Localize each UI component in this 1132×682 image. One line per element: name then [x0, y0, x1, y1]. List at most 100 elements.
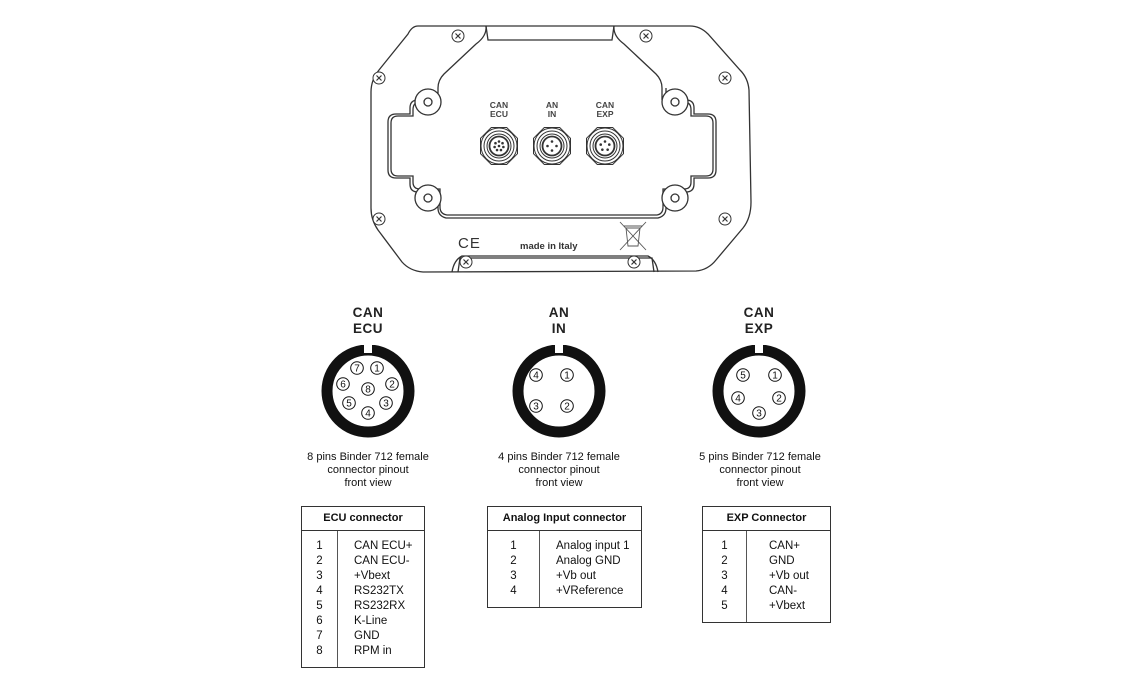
- connector-title: CAN ECU: [352, 305, 384, 336]
- pin-3: 3: [752, 406, 766, 420]
- pin-number: 7: [301, 629, 338, 644]
- pin-number: 3: [487, 569, 540, 584]
- pin-label: 3: [756, 409, 762, 420]
- table-header: Analog Input connector: [487, 506, 642, 531]
- pin-label: 2: [564, 402, 570, 413]
- pin-number: 3: [301, 569, 338, 584]
- pin-label: 6: [340, 380, 346, 391]
- pin-number: 1: [487, 539, 540, 554]
- pin-number: 4: [702, 584, 747, 599]
- port-label-line1: AN: [546, 100, 558, 110]
- pin-4: 4: [529, 368, 543, 382]
- pin-circle: [560, 368, 574, 382]
- pin-circle: [529, 368, 543, 382]
- pin-label: 5: [346, 399, 352, 410]
- port-label-line1: CAN: [596, 100, 614, 110]
- table-row: 4+VReference: [487, 584, 642, 599]
- pin-3: 3: [379, 396, 393, 410]
- pin-circle: [736, 368, 750, 382]
- screw-icon: [627, 255, 641, 269]
- pin-1: 1: [768, 368, 782, 382]
- pin-signal: +Vbext: [337, 569, 425, 584]
- pin-number: 4: [301, 584, 338, 599]
- table-row: 3+Vbext: [301, 569, 425, 584]
- pin-label: 8: [365, 385, 371, 396]
- pin-signal: +Vbext: [746, 599, 831, 614]
- connector-face: 1 2 3 4: [512, 345, 606, 438]
- pin-label: 4: [533, 371, 539, 382]
- pin-number: 1: [702, 539, 747, 554]
- pin-label: 3: [383, 399, 389, 410]
- pin-3: 3: [529, 399, 543, 413]
- port-label-line2: ECU: [490, 109, 508, 119]
- pin-signal: GND: [337, 629, 425, 644]
- table-header: ECU connector: [301, 506, 425, 531]
- pin-7: 7: [350, 361, 364, 375]
- table-row: 3+Vb out: [487, 569, 642, 584]
- pin-number: 8: [301, 644, 338, 659]
- pin-8: 8: [361, 382, 375, 396]
- connector-key-notch: [555, 345, 563, 353]
- pin-signal: +Vb out: [539, 569, 642, 584]
- pin-4: 4: [731, 391, 745, 405]
- connector-key-notch: [755, 345, 763, 353]
- pin-signal: CAN+: [746, 539, 831, 554]
- pin-label: 3: [533, 402, 539, 413]
- table-row: 3+Vb out: [702, 569, 831, 584]
- pin-label: 2: [776, 394, 782, 405]
- connector-caption: 8 pins Binder 712 female connector pinou…: [307, 451, 429, 489]
- pin-number: 5: [702, 599, 747, 614]
- pin-signal: RS232TX: [337, 584, 425, 599]
- pin-signal: CAN-: [746, 584, 831, 599]
- bottom-tab: [451, 255, 659, 273]
- pin-circle: [731, 391, 745, 405]
- pin-circle: [385, 377, 399, 391]
- port-label-line2: IN: [548, 109, 557, 119]
- screw-icon: [372, 71, 386, 85]
- top-tab: [485, 25, 615, 41]
- pin-1: 1: [560, 368, 574, 382]
- connector-caption: 4 pins Binder 712 female connector pinou…: [498, 451, 620, 489]
- pin-2: 2: [385, 377, 399, 391]
- pin-circle: [361, 406, 375, 420]
- pin-circle: [350, 361, 364, 375]
- pin-number: 4: [487, 584, 540, 599]
- pin-signal: CAN ECU+: [337, 539, 425, 554]
- pin-circle: [342, 396, 356, 410]
- weee-crossed-bin-icon: [619, 221, 647, 251]
- inner-plate: [387, 88, 717, 219]
- screw-icon: [372, 212, 386, 226]
- table-row: 5+Vbext: [702, 599, 831, 614]
- pin-signal: RS232RX: [337, 599, 425, 614]
- pin-circle: [560, 399, 574, 413]
- connector-title: AN IN: [548, 305, 570, 336]
- screw-icon: [451, 29, 465, 43]
- pin-number: 2: [301, 554, 338, 569]
- pin-4: 4: [361, 406, 375, 420]
- pin-signal: CAN ECU-: [337, 554, 425, 569]
- screw-icon: [639, 29, 653, 43]
- pin-number: 1: [301, 539, 338, 554]
- pin-5: 5: [736, 368, 750, 382]
- pin-signal: GND: [746, 554, 831, 569]
- pin-1: 1: [370, 361, 384, 375]
- pin-circle: [379, 396, 393, 410]
- connector-key-notch: [364, 345, 372, 353]
- pin-number: 2: [702, 554, 747, 569]
- pin-signal: +Vb out: [746, 569, 831, 584]
- pin-number: 6: [301, 614, 338, 629]
- pin-number: 5: [301, 599, 338, 614]
- connector-ring: [512, 345, 606, 438]
- ce-mark: CE: [458, 235, 481, 252]
- pin-signal: Analog GND: [539, 554, 642, 569]
